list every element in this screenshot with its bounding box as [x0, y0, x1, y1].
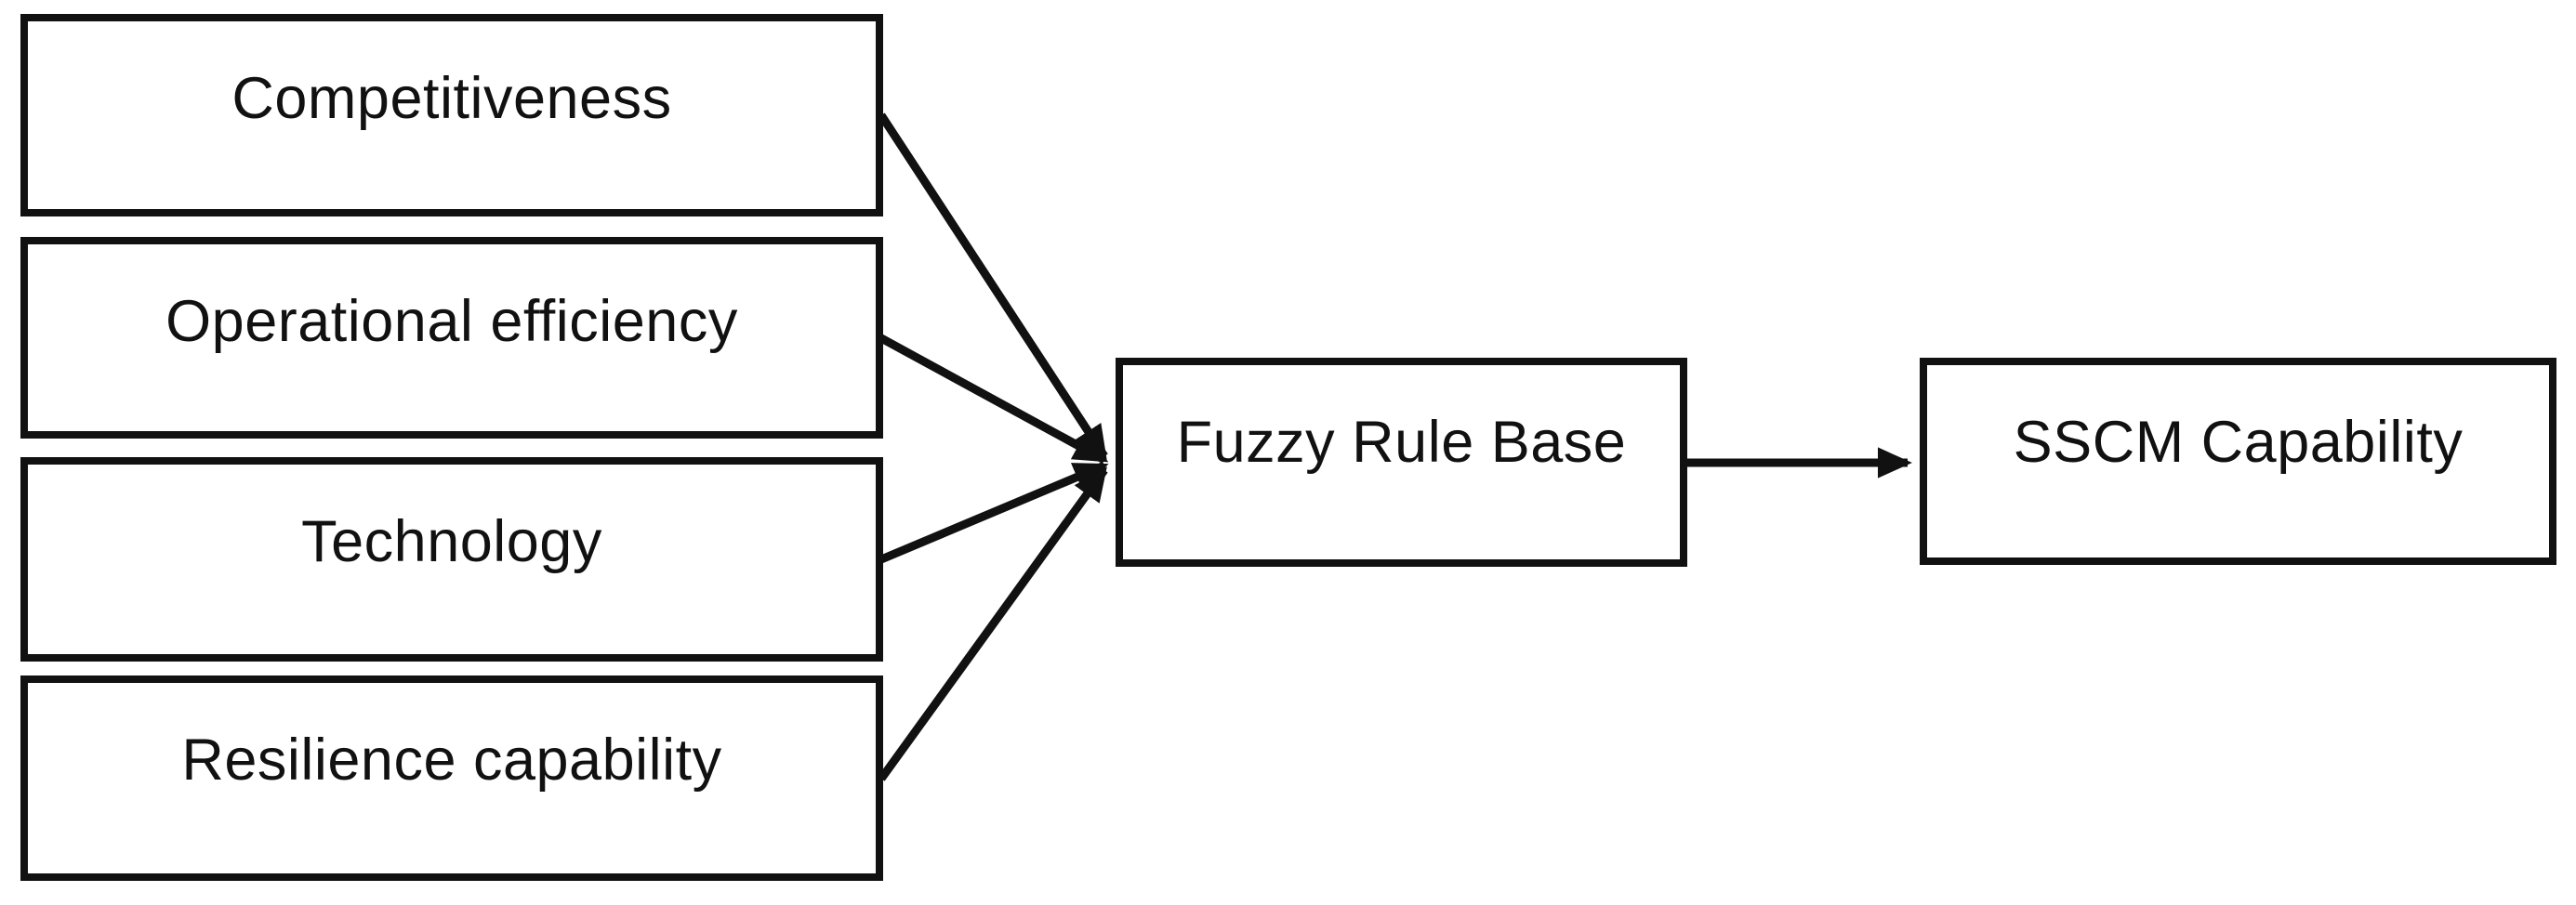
process-box-fuzzy-rule-base: Fuzzy Rule Base	[1116, 358, 1687, 567]
input-box-operational-efficiency-label: Operational efficiency	[165, 289, 738, 354]
input-box-resilience-capability-label: Resilience capability	[181, 728, 722, 793]
connector-line-resilience-capability	[878, 466, 1108, 781]
input-box-technology: Technology	[20, 457, 883, 662]
input-box-competitiveness: Competitiveness	[20, 14, 883, 216]
input-box-technology-label: Technology	[301, 509, 602, 574]
input-box-competitiveness-label: Competitiveness	[231, 66, 672, 131]
connector-line-operational-efficiency	[878, 334, 1109, 464]
connector-line-competitiveness	[878, 112, 1108, 461]
connector-line-technology	[879, 461, 1109, 564]
output-box-sscm-capability: SSCM Capability	[1920, 358, 2556, 565]
output-box-sscm-capability-label: SSCM Capability	[2013, 410, 2464, 475]
input-box-resilience-capability: Resilience capability	[20, 675, 883, 881]
input-box-operational-efficiency: Operational efficiency	[20, 237, 883, 439]
process-box-fuzzy-rule-base-label: Fuzzy Rule Base	[1176, 410, 1627, 475]
